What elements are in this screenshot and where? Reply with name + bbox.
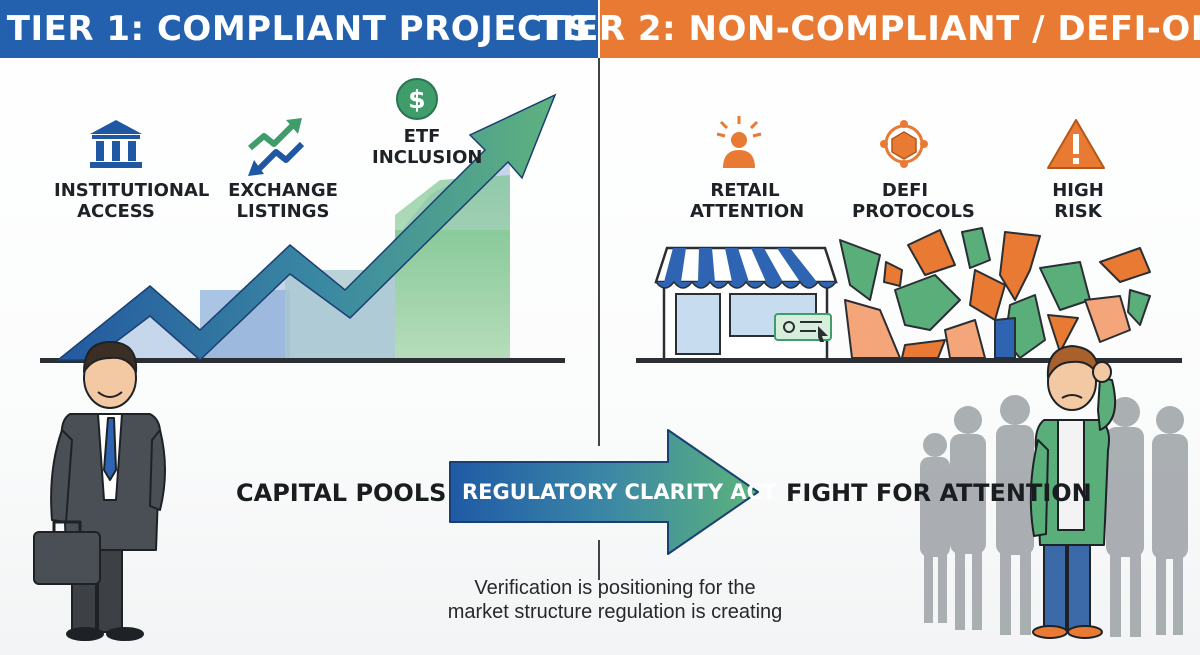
caption: Verification is positioning for the mark…: [400, 576, 830, 624]
crowd-silhouettes: [920, 395, 1188, 637]
storefront: [654, 246, 838, 362]
caption-line-2: market structure regulation is creating: [447, 601, 783, 623]
defi-network-icon: [880, 120, 928, 168]
dollar-coin-icon: $: [396, 78, 438, 120]
tier2-title: TIER 2: NON-COMPLIANT / DEFI-ONLY: [538, 9, 1200, 49]
regulatory-clarity-act-label: REGULATORY CLARITY ACT: [462, 480, 777, 504]
retail-attention-label: RETAIL ATTENTION: [690, 180, 805, 222]
retail-person-icon: [716, 116, 762, 168]
growth-arrow: [55, 93, 557, 362]
etf-inclusion-label: ETF INCLUSION: [372, 126, 483, 168]
tier2-banner: TIER 2: NON-COMPLIANT / DEFI-ONLY: [538, 0, 1200, 58]
warning-triangle-icon: [1047, 119, 1105, 169]
institutional-access-label: INSTITUTIONAL ACCESS: [54, 180, 210, 222]
chart-baseline: [40, 358, 565, 363]
shattered-pieces: [839, 227, 1151, 359]
caption-line-1: Verification is positioning for the: [474, 577, 756, 599]
regulatory-arrow: [449, 429, 759, 555]
businessman: [33, 341, 166, 641]
tier1-banner: TIER 1: COMPLIANT PROJECTS: [0, 0, 598, 58]
fight-for-attention-label: FIGHT FOR ATTENTION: [786, 479, 1092, 507]
exchange-arrows-icon: [248, 118, 305, 176]
svg-text:$: $: [408, 85, 425, 114]
defi-protocols-label: DEFI PROTOCOLS: [852, 180, 975, 222]
center-divider: [598, 58, 600, 446]
high-risk-label: HIGH RISK: [1052, 180, 1104, 222]
tier1-title: TIER 1: COMPLIANT PROJECTS: [6, 9, 592, 49]
right-baseline: [636, 358, 1182, 363]
casual-person: [1029, 345, 1116, 639]
growth-chart: [40, 93, 565, 363]
center-divider-lower: [598, 540, 600, 580]
exchange-listings-label: EXCHANGE LISTINGS: [228, 180, 338, 222]
bank-icon: [90, 120, 142, 168]
capital-pools-label: CAPITAL POOLS: [236, 479, 447, 507]
